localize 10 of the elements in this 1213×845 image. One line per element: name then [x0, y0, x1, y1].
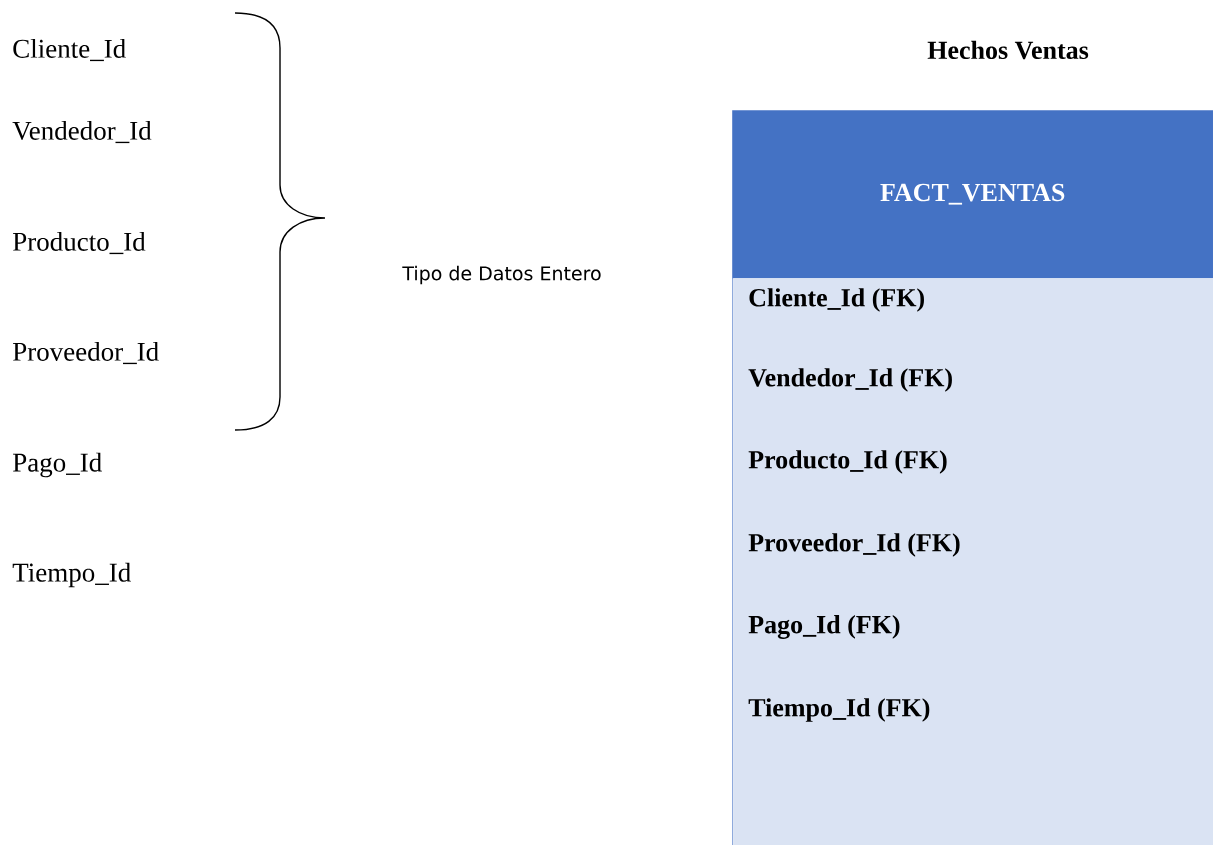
field-name: Cliente_Id [13, 38, 126, 62]
table-title: Hechos Ventas [927, 40, 1089, 60]
field-name: Vendedor_Id [12, 120, 152, 144]
field-name: Pago_Id [13, 452, 102, 478]
field-name: Tiempo_Id [12, 562, 131, 588]
field-name: Producto_Id [13, 231, 146, 255]
table-body: Cliente_Id (FK) Vendedor_Id (FK) Producto_Id (FK) Proveedor_Id (FK) Pago_Id (FK) Tiempo_Id (FK) [733, 278, 1213, 845]
table-header: FACT_VENTAS [732, 110, 1213, 279]
field-name: Proveedor_Id [13, 341, 159, 365]
brace-label: Tipo de Datos Entero [402, 265, 601, 285]
